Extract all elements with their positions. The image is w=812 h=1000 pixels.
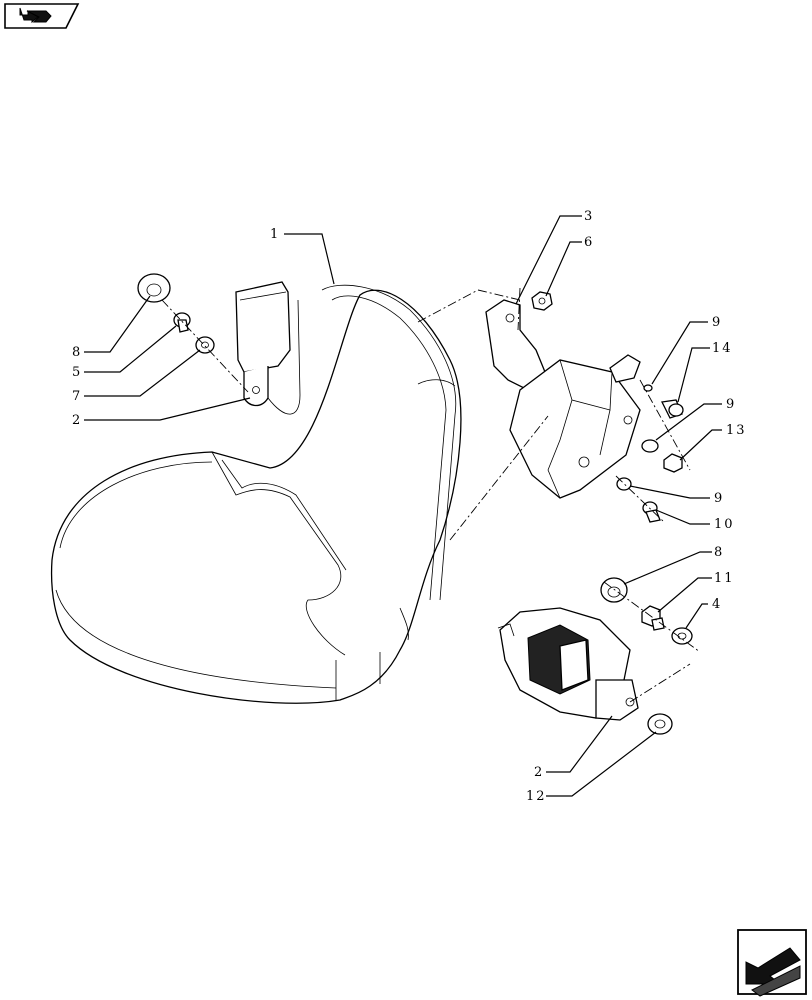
washer-12-part: [647, 713, 673, 735]
back-arrow-icon[interactable]: [4, 3, 80, 29]
washer-9a-part: [643, 384, 653, 392]
callout-9b: 9: [726, 397, 736, 412]
next-arrow-icon[interactable]: [737, 929, 807, 997]
callout-6: 6: [584, 235, 594, 250]
callout-13: 13: [726, 423, 747, 438]
callout-8b: 8: [714, 545, 724, 560]
callout-11: 11: [714, 571, 735, 586]
buckle-part: [235, 281, 301, 415]
nut-6-part: [531, 291, 553, 311]
nut-13-part: [663, 453, 683, 473]
leader-lines: [84, 215, 722, 797]
callout-12: 12: [526, 789, 547, 804]
callout-7: 7: [72, 389, 82, 404]
bolt-14-part: [661, 399, 684, 419]
callout-1: 1: [270, 227, 280, 242]
washer-9b-part: [641, 439, 659, 453]
seat-part: [50, 284, 462, 704]
callout-5: 5: [72, 365, 82, 380]
bolt-10-part: [642, 501, 661, 523]
washer-9c-part: [616, 477, 632, 491]
callout-2a: 2: [72, 413, 82, 428]
washer-8b-part: [600, 577, 628, 603]
callout-9a: 9: [712, 315, 722, 330]
callout-labels: 1 3 6 8 5 7 2 9 14 9 13 9 10 8 11 4 2 12: [72, 209, 747, 804]
callout-8a: 8: [72, 345, 82, 360]
callout-4: 4: [712, 597, 722, 612]
callout-14: 14: [712, 341, 733, 356]
bracket-3-part: [485, 299, 546, 391]
callout-3: 3: [584, 209, 594, 224]
washer-8-part: [137, 273, 171, 303]
callout-9c: 9: [714, 491, 724, 506]
callout-2b: 2: [534, 765, 544, 780]
retractor-lower-part: [497, 607, 639, 721]
washer-4-part: [671, 627, 693, 645]
callout-10: 10: [714, 517, 735, 532]
retractor-upper-part: [509, 354, 641, 499]
